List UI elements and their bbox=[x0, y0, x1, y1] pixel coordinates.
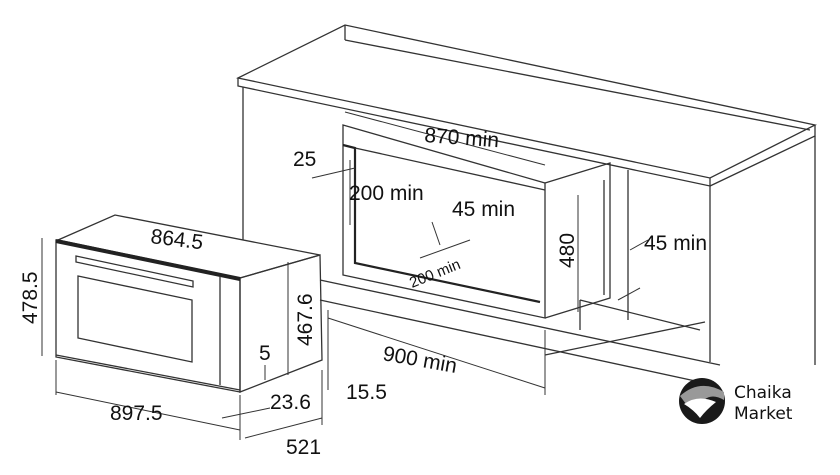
label-45-min-rear: 45 min bbox=[452, 198, 515, 221]
label-897-5: 897.5 bbox=[110, 402, 163, 425]
logo-line1: Chaika bbox=[734, 383, 792, 403]
countertop bbox=[236, 24, 817, 187]
label-15-5: 15.5 bbox=[346, 381, 387, 404]
label-200-min-depth: 200 min bbox=[407, 256, 463, 292]
label-467-6: 467.6 bbox=[294, 293, 317, 346]
label-870-min: 870 min bbox=[424, 124, 500, 152]
label-5: 5 bbox=[259, 342, 271, 365]
label-478-5: 478.5 bbox=[19, 271, 42, 324]
label-864-5: 864.5 bbox=[149, 225, 204, 254]
label-480: 480 bbox=[556, 233, 579, 268]
cabinet bbox=[242, 87, 816, 383]
label-25: 25 bbox=[293, 148, 316, 171]
logo-line2: Market bbox=[734, 404, 793, 424]
niche bbox=[342, 124, 701, 331]
oven-window bbox=[77, 275, 193, 363]
label-45-min-side: 45 min bbox=[644, 232, 707, 255]
label-200-min-top: 200 min bbox=[349, 182, 424, 205]
chaika-market-logo: Chaika Market bbox=[679, 378, 793, 424]
label-23-6: 23.6 bbox=[270, 391, 311, 414]
label-521: 521 bbox=[286, 436, 321, 459]
oven bbox=[55, 214, 323, 393]
dimension-lines bbox=[41, 111, 649, 440]
label-900-min: 900 min bbox=[381, 342, 459, 378]
oven-handle bbox=[75, 255, 194, 288]
